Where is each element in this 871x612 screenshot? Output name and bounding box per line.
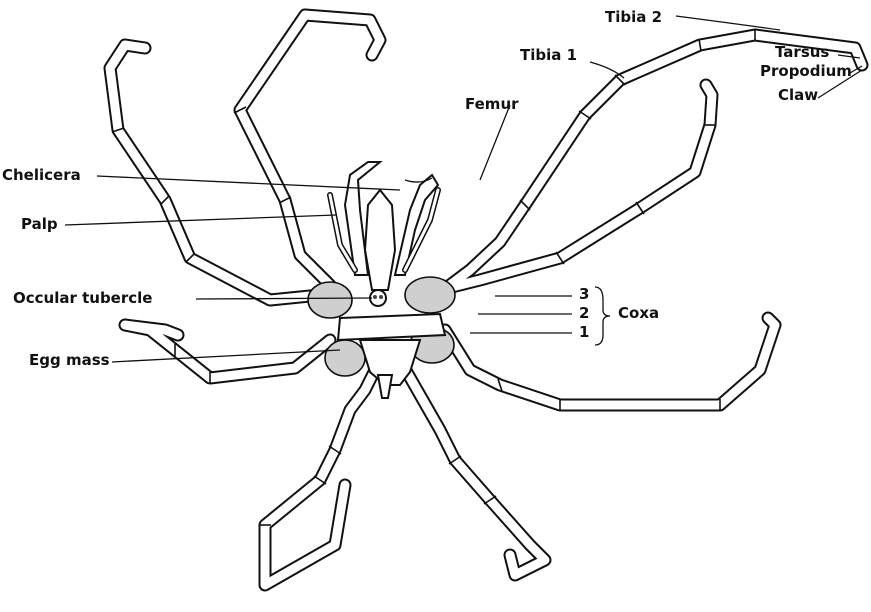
egg-mass-left-lower [325, 340, 365, 376]
trunk [338, 314, 445, 340]
label-tibia-2: Tibia 2 [605, 10, 662, 25]
label-occular-tubercle: Occular tubercle [13, 291, 152, 306]
leg-right-3 [445, 318, 775, 405]
label-coxa-2: 2 [579, 306, 589, 321]
label-femur: Femur [465, 97, 519, 112]
ocular-tubercle [370, 290, 386, 306]
label-coxa-3: 3 [579, 287, 589, 302]
label-coxa-1: 1 [579, 325, 589, 340]
label-palp: Palp [21, 217, 58, 232]
label-claw: Claw [778, 88, 818, 103]
label-egg-mass: Egg mass [29, 353, 110, 368]
label-tibia-1: Tibia 1 [520, 48, 577, 63]
egg-mass-right-upper [405, 277, 455, 313]
leader-lines [65, 16, 862, 362]
abdomen [378, 375, 392, 398]
label-coxa: Coxa [618, 306, 659, 321]
egg-mass-left-upper [308, 282, 352, 318]
label-tarsus: Tarsus [775, 45, 829, 60]
label-propodium: Propodium [760, 64, 852, 79]
proboscis [365, 190, 395, 290]
chelicera-right [395, 175, 438, 275]
label-chelicera: Chelicera [2, 168, 81, 183]
